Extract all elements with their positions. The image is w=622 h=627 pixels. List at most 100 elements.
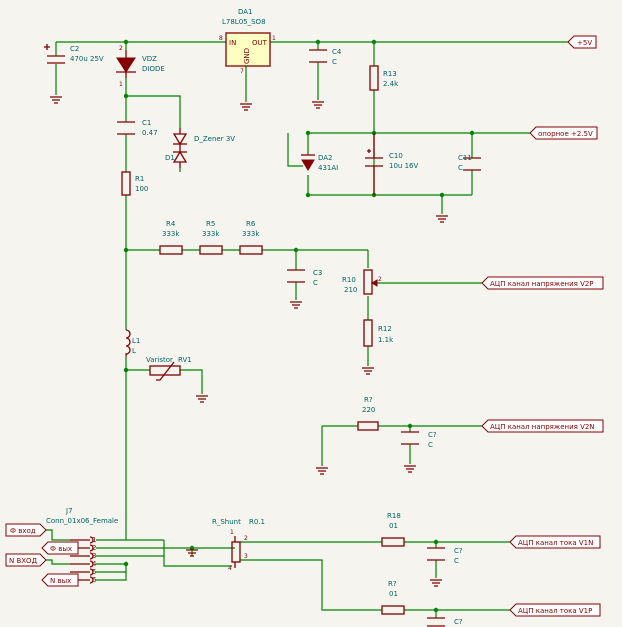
j7-pin3: 3 [92, 552, 96, 560]
c1-ref: C1 [142, 119, 151, 127]
label-adc-v1n: АЦП канал тока V1N [509, 535, 601, 549]
da1-value: L78L05_SO8 [222, 18, 266, 26]
rshunt-ref: R0.1 [249, 518, 265, 526]
connector-j7 [70, 536, 94, 584]
r-unknown-01-value: 01 [389, 590, 398, 598]
svg-text:Ф вых: Ф вых [50, 545, 72, 553]
capacitor-c10 [365, 133, 383, 195]
r12-ref: R12 [378, 325, 392, 333]
r10-pin: 2 [378, 276, 382, 283]
d1-ref: D1 [165, 154, 175, 162]
r-unknown-01-ref: R? [388, 580, 397, 588]
j7-pin2: 2 [92, 544, 96, 552]
rshunt-pin1: 1 [230, 529, 234, 536]
regulator-da1 [225, 32, 271, 67]
shunt-resistor [231, 536, 241, 568]
j7-pin5: 5 [92, 568, 96, 576]
resistor-r6 [239, 245, 263, 255]
label-adc-v2n: АЦП канал напряжения V2N [481, 419, 604, 433]
capacitor-c-unknown-v2n [401, 431, 419, 445]
svg-text:+5V: +5V [577, 39, 592, 47]
r1-ref: R1 [135, 175, 144, 183]
resistor-r4 [159, 245, 183, 255]
c4-value: C [332, 58, 337, 66]
r18-ref: R18 [387, 512, 401, 520]
junctions [123, 39, 475, 613]
vdz-ref: VDZ [142, 55, 157, 63]
c1-value: 0.47 [142, 129, 158, 137]
varistor-rv1 [149, 361, 181, 381]
j7-pin4: 4 [92, 560, 97, 568]
da2-value: 431AI [318, 164, 338, 172]
c11-value: C [458, 164, 463, 172]
rshunt-pin3: 3 [244, 553, 248, 560]
r-unknown-220-ref: R? [364, 396, 373, 404]
vdz-pin2: 2 [119, 45, 123, 52]
capacitor-c11 [463, 157, 481, 171]
j7-pin1: 1 [92, 536, 96, 544]
resistor-r1 [121, 171, 131, 196]
rv1-value: Varistor [146, 356, 173, 364]
da1-pin-gnd-num: 7 [240, 68, 244, 75]
resistor-r18 [381, 537, 405, 547]
c-unknown-v2n-ref: C? [428, 431, 437, 439]
svg-text:N ВХОД: N ВХОД [9, 557, 38, 565]
c3-ref: C3 [313, 269, 322, 277]
da1-pin-in-num: 8 [219, 35, 223, 42]
ground-symbols [50, 96, 448, 587]
r-unknown-220-value: 220 [362, 406, 375, 414]
resistor-r5 [199, 245, 223, 255]
l1-value: L [132, 347, 136, 355]
j7-pin6: 6 [92, 576, 97, 584]
c-unknown-v1n-ref: C? [454, 547, 463, 555]
svg-text:Ф вход: Ф вход [10, 527, 36, 535]
rshunt-pin4: 4 [228, 565, 232, 572]
label-adc-v2p: АЦП канал напряжения V2P [481, 276, 604, 290]
resistor-r12 [363, 319, 373, 347]
capacitor-c1 [117, 121, 135, 135]
zener-d1 [172, 128, 188, 168]
label-plus-5v: +5V [567, 35, 597, 49]
rv1-ref: RV1 [178, 356, 192, 364]
c11-ref: C11 [458, 154, 472, 162]
label-ref-2v5: опорное +2.5V [529, 126, 598, 140]
svg-text:АЦП канал напряжения V2P: АЦП канал напряжения V2P [490, 280, 594, 288]
r4-value: 333k [162, 230, 180, 238]
c2-value: 470u 25V [70, 55, 104, 63]
label-n-in: N ВХОД [5, 553, 47, 567]
capacitor-c4 [309, 49, 327, 63]
r12-value: 1.1k [378, 336, 394, 344]
r1-value: 100 [135, 185, 148, 193]
r10-value: 210 [344, 286, 357, 294]
capacitor-c-unknown-v1n [427, 547, 445, 561]
r5-ref: R5 [206, 220, 215, 228]
r6-value: 333k [242, 230, 260, 238]
c4-ref: C4 [332, 48, 342, 56]
resistor-r-unknown-220 [357, 421, 379, 431]
svg-text:АЦП канал тока V1N: АЦП канал тока V1N [518, 539, 593, 547]
r10-ref: R10 [342, 276, 356, 284]
resistor-r-unknown-01 [381, 605, 405, 615]
shunt-reg-da2 [301, 154, 315, 171]
c10-value: 10u 16V [389, 162, 418, 170]
c-unknown-v2n-value: C [428, 441, 433, 449]
da1-pin-out-num: 1 [272, 35, 276, 42]
da1-pin-gnd: GND [243, 48, 251, 64]
wires [32, 41, 568, 618]
vdz-value: DIODE [142, 65, 165, 73]
svg-text:N вых: N вых [50, 577, 71, 585]
r13-value: 2.4k [383, 80, 399, 88]
r5-value: 333k [202, 230, 220, 238]
capacitor-c2 [44, 44, 65, 64]
r6-ref: R6 [246, 220, 256, 228]
svg-text:АЦП канал тока V1P: АЦП канал тока V1P [518, 607, 592, 615]
resistor-r13 [369, 65, 379, 91]
diode-vdz [116, 50, 136, 78]
label-adc-v1p: АЦП канал тока V1P [509, 603, 601, 617]
label-phase-out: Ф вых [41, 541, 79, 555]
svg-text:АЦП канал напряжения V2N: АЦП канал напряжения V2N [490, 423, 595, 431]
da1-pin-out: OUT [252, 39, 268, 47]
c10-ref: C10 [389, 152, 403, 160]
da1-pin-in: IN [229, 39, 236, 47]
